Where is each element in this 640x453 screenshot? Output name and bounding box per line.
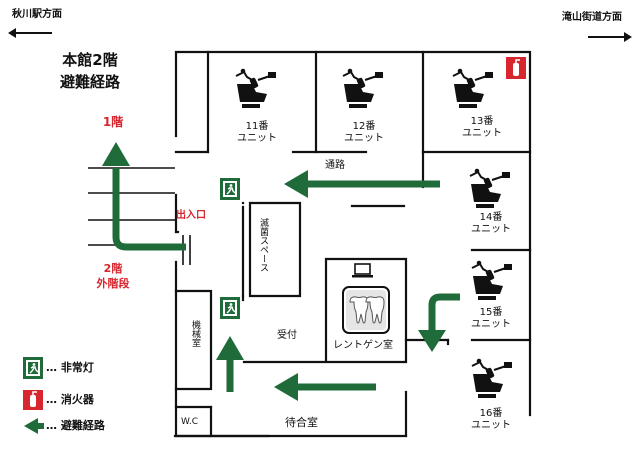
unit-16-label: ユニット (471, 420, 511, 431)
stairs-label-1: 2階 (103, 262, 123, 275)
legend-evac-route: … 避難経路 (46, 419, 105, 432)
legend-route-arrow (24, 418, 44, 434)
fire-extinguisher-icon (506, 57, 526, 79)
dental-chair-icon (235, 67, 277, 109)
wc-label: W.C (181, 417, 199, 427)
unit-14-number: 14番 (479, 212, 503, 223)
dental-chair-icon (469, 167, 511, 209)
unit-12-number: 12番 (352, 121, 376, 132)
legend-emergency-light: … 非常灯 (46, 361, 94, 374)
unit-15-number: 15番 (479, 307, 503, 318)
unit-14-label: ユニット (471, 224, 511, 235)
corridor-label: 通路 (325, 160, 345, 171)
xray-room-label: レントゲン室 (333, 340, 393, 351)
unit-12-label: ユニット (344, 133, 384, 144)
monitor-icon (352, 263, 373, 278)
legend-extinguisher: … 消火器 (46, 393, 94, 406)
walls (173, 50, 532, 438)
dental-chair-icon (471, 357, 513, 399)
unit-15-label: ユニット (471, 319, 511, 330)
waiting-room-label: 待合室 (285, 416, 318, 429)
evac-route-stairs (102, 142, 186, 251)
unit-13-number: 13番 (470, 116, 494, 127)
emergency-exit-icon (22, 356, 44, 380)
unit-11-number: 11番 (245, 121, 269, 132)
evac-route-corridor (284, 170, 440, 198)
machine-room-label: 機械室 (190, 320, 200, 347)
emergency-exit-icon (219, 296, 241, 320)
direction-left: 秋川駅方面 (12, 9, 62, 20)
floor1-label: 1階 (102, 115, 124, 129)
xray-tooth-icon (342, 286, 390, 334)
page-subtitle: 避難経路 (59, 73, 120, 91)
entrance-label: 出入口 (176, 210, 206, 221)
page-title: 本館2階 (62, 51, 118, 69)
arrow-right-icon (588, 32, 632, 42)
direction-right: 滝山街道方面 (562, 12, 622, 23)
unit-11-label: ユニット (237, 133, 277, 144)
dental-chair-icon (452, 67, 494, 109)
arrow-left-icon (8, 28, 52, 38)
evac-route-right (418, 293, 460, 352)
evac-route-waiting (274, 373, 376, 401)
stairs-label-2: 外階段 (96, 277, 130, 290)
sterilize-label: 滅菌スペース (258, 218, 268, 272)
evac-route-left (216, 336, 244, 392)
reception-label: 受付 (277, 330, 297, 341)
unit-13-label: ユニット (462, 128, 502, 139)
dental-chair-icon (342, 67, 384, 109)
unit-16-number: 16番 (479, 408, 503, 419)
dental-chair-icon (471, 259, 513, 301)
emergency-exit-icon (219, 177, 241, 201)
fire-extinguisher-icon (23, 390, 43, 410)
